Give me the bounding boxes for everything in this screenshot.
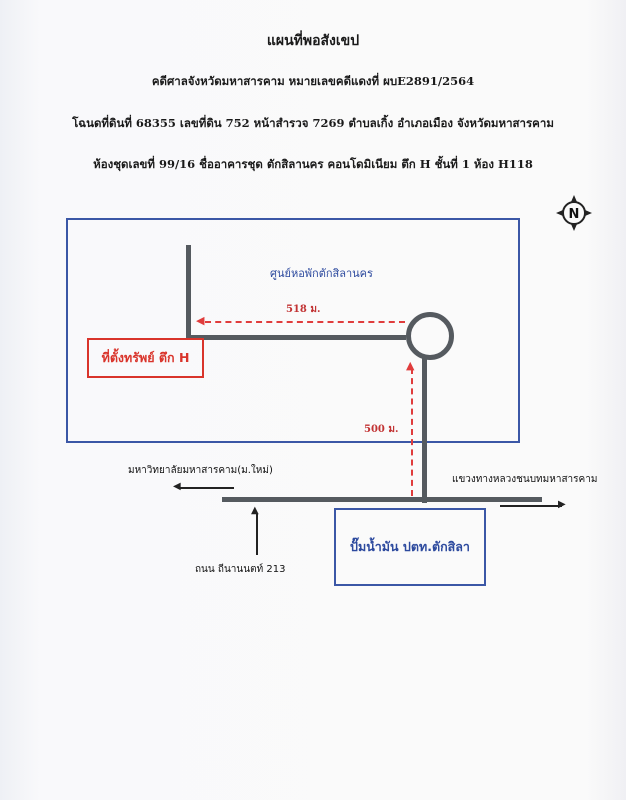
main-road <box>222 497 542 502</box>
university-label: มหาวิทยาลัยมหาสารคาม(ม.ใหม่) <box>128 465 273 476</box>
dormitory-center-label: ศูนย์หอพักตักสิลานคร <box>270 267 373 280</box>
arrow-right-icon: ▶ <box>558 499 566 510</box>
case-number-line: คดีศาลจังหวัดมหาสารคาม หมายเลขคดีแดงที่ … <box>151 74 475 88</box>
route-arrow-up-icon: ▲ <box>406 359 415 372</box>
gas-station-box: ปั๊มน้ำมัน ปตท.ตักสิลา <box>334 508 486 586</box>
route-arrow-left-icon: ◀ <box>196 314 205 327</box>
page-title: แผนที่พอสังเขป <box>266 33 360 49</box>
route-line-vertical <box>411 368 413 496</box>
property-location-label: ที่ตั้งทรัพย์ ตึก H <box>101 350 190 365</box>
highway-arrow-line <box>500 505 562 507</box>
arrow-up-icon: ▲ <box>251 505 259 516</box>
distance-500-label: 500 ม. <box>364 424 399 435</box>
road-segment-to-highway <box>422 355 427 503</box>
map-frame <box>66 218 520 443</box>
gas-station-label: ปั๊มน้ำมัน ปตท.ตักสิลา <box>350 539 470 554</box>
university-arrow-line <box>178 487 234 489</box>
route-line-horizontal <box>205 321 405 323</box>
roundabout <box>406 312 454 360</box>
condo-info-line: ห้องชุดเลขที่ 99/16 ชื่ออาคารชุด ตักสิลา… <box>93 157 533 171</box>
compass-letter: N <box>569 207 580 222</box>
arrow-left-icon: ◀ <box>173 481 181 492</box>
property-location-box: ที่ตั้งทรัพย์ ตึก H <box>87 338 204 378</box>
deed-info-line: โฉนดที่ดินที่ 68355 เลขที่ดิน 752 หน้าสำ… <box>72 116 554 130</box>
north-compass-icon: N <box>556 195 592 231</box>
highway-direction-label: แขวงทางหลวงชนบทมหาสารคาม <box>452 474 598 485</box>
distance-518-label: 518 ม. <box>286 304 321 315</box>
road-name-label: ถนน ถีนานนตท์ 213 <box>195 564 286 575</box>
road-segment-horizontal <box>186 335 406 340</box>
road-segment-vertical-left <box>186 245 191 339</box>
road-name-arrow-line <box>256 513 258 555</box>
